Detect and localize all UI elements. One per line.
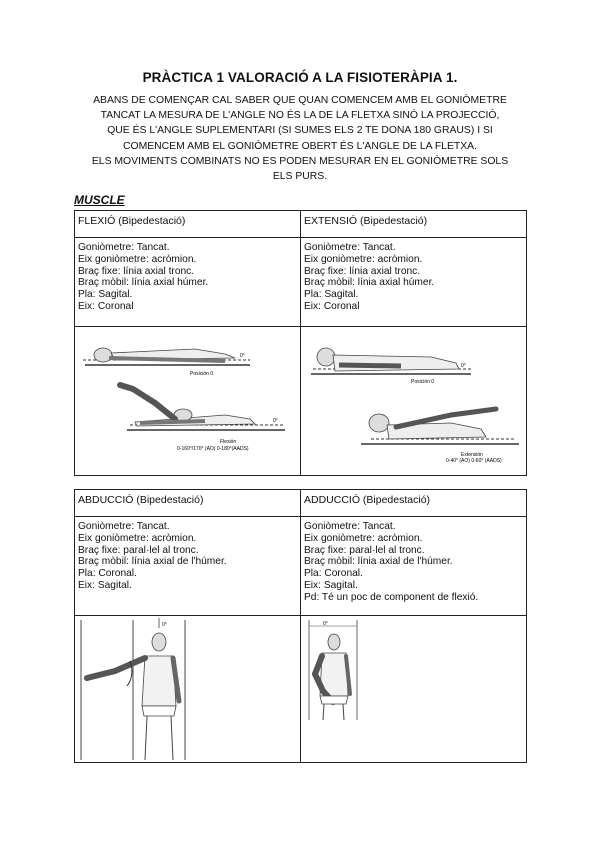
adduction-header: ADDUCCIÓ (Bipedestació) — [300, 489, 527, 517]
adduction-figure: 0° — [308, 620, 358, 721]
flexion-spec: Goniòmetre: Tancat. Eix goniòmetre: acrò… — [74, 237, 301, 327]
range-caption: 0-160°/170° (AO) 0-180°(AADS) — [177, 446, 249, 452]
zero-label: 0° — [240, 353, 245, 359]
abduction-header: ABDUCCIÓ (Bipedestació) — [74, 489, 301, 517]
movement-caption: Flexión — [220, 439, 236, 445]
spec-line: Goniòmetre: Tancat. — [304, 521, 396, 532]
spec-line: Goniòmetre: Tancat. — [78, 242, 170, 253]
position-caption: Posición 0 — [411, 379, 434, 385]
intro-paragraph: ABANS DE COMENÇAR CAL SABER QUE QUAN COM… — [60, 93, 540, 184]
zero-label: 0° — [162, 622, 167, 628]
spec-line: Pla: Sagital. — [304, 289, 359, 301]
spec-line: Eix goniòmetre: acròmion. — [304, 532, 423, 544]
spec-line: Eix: Sagital. — [78, 579, 132, 591]
extension-header: EXTENSIÓ (Bipedestació) — [300, 210, 527, 238]
page-title: PRÀCTICA 1 VALORACIÓ A LA FISIOTERÀPIA 1… — [142, 70, 458, 85]
spec-line: Pd: Té un poc de component de flexió. — [304, 591, 479, 603]
spec-line: Braç mòbil: línia axial húmer. — [78, 277, 209, 289]
spec-line: Pla: Coronal. — [78, 568, 137, 580]
flexion-figure: 0° Posición 0 0° Flexión 0-160°/170° (AO… — [83, 347, 285, 452]
flexion-figure-cell: 0° Posición 0 0° Flexión 0-160°/170° (AO… — [74, 326, 301, 476]
abduction-spec: Goniòmetre: Tancat. Eix goniòmetre: acrò… — [74, 516, 301, 616]
intro-line: TANCAT LA MESURA DE L'ANGLE NO ÉS LA DE … — [100, 110, 500, 122]
adduction-figure-cell: 0° — [300, 615, 527, 763]
zero-label: 0° — [461, 363, 466, 369]
spec-line: Pla: Sagital. — [78, 289, 133, 301]
spec-line: Goniòmetre: Tancat. — [78, 521, 170, 532]
spec-line: Braç fixe: paral·lel al tronc. — [304, 544, 425, 556]
section-heading: MUSCLE — [74, 193, 125, 207]
flexion-header: FLEXIÓ (Bipedestació) — [74, 210, 301, 238]
spec-line: Pla: Coronal. — [304, 568, 363, 580]
spec-line: Braç fixe: línia axial tronc. — [78, 265, 195, 277]
spec-line: Braç fixe: paral·lel al tronc. — [78, 544, 199, 556]
spec-line: Goniòmetre: Tancat. — [304, 242, 396, 253]
extension-spec: Goniòmetre: Tancat. Eix goniòmetre: acrò… — [300, 237, 527, 327]
spec-line: Eix goniòmetre: acròmion. — [78, 253, 197, 265]
spec-line: Braç fixe: línia axial tronc. — [304, 265, 421, 277]
intro-line: ELS MOVIMENTS COMBINATS NO ES PODEN MESU… — [91, 155, 509, 167]
position-caption: Posición 0 — [190, 371, 213, 377]
intro-line: ABANS DE COMENÇAR CAL SABER QUE QUAN COM… — [93, 95, 507, 106]
abduction-figure-cell: 0° — [74, 615, 301, 763]
range-caption: 0-40° (AO) 0-60° (AADS) — [446, 458, 502, 464]
spec-line: Braç mòbil: línia axial de l'húmer. — [78, 556, 227, 568]
intro-line: ELS PURS. — [272, 171, 328, 183]
flexion-extension-table: FLEXIÓ (Bipedestació) EXTENSIÓ (Bipedest… — [74, 210, 527, 476]
spec-line: Eix goniòmetre: acròmion. — [304, 253, 423, 265]
intro-line: QUE ÉS L'ANGLE SUPLEMENTARI (SI SUMES EL… — [107, 125, 493, 137]
spec-line: Braç mòbil: línia axial de l'húmer. — [304, 556, 453, 568]
spec-line: Braç mòbil: línia axial húmer. — [304, 277, 435, 289]
spec-line: Eix: Coronal — [78, 300, 134, 312]
extension-figure-cell: 0° Posición 0 Extensión 0-40° (AO) 0-60°… — [300, 326, 527, 476]
zero-label: 0° — [273, 418, 278, 424]
abduction-figure: 0° — [80, 618, 186, 761]
extension-figure: 0° Posición 0 Extensión 0-40° (AO) 0-60°… — [311, 347, 519, 464]
abduction-adduction-table: ABDUCCIÓ (Bipedestació) ADDUCCIÓ (Bipede… — [74, 489, 527, 763]
movement-caption: Extensión — [461, 452, 483, 458]
spec-line: Eix goniòmetre: acròmion. — [78, 532, 197, 544]
zero-label: 0° — [323, 621, 328, 627]
spec-line: Eix: Coronal — [304, 300, 360, 312]
adduction-spec: Goniòmetre: Tancat. Eix goniòmetre: acrò… — [300, 516, 527, 616]
spec-line: Eix: Sagital. — [304, 579, 358, 591]
intro-line: COMENCEM AMB EL GONIÒMETRE OBERT ÉS L'AN… — [122, 140, 477, 152]
